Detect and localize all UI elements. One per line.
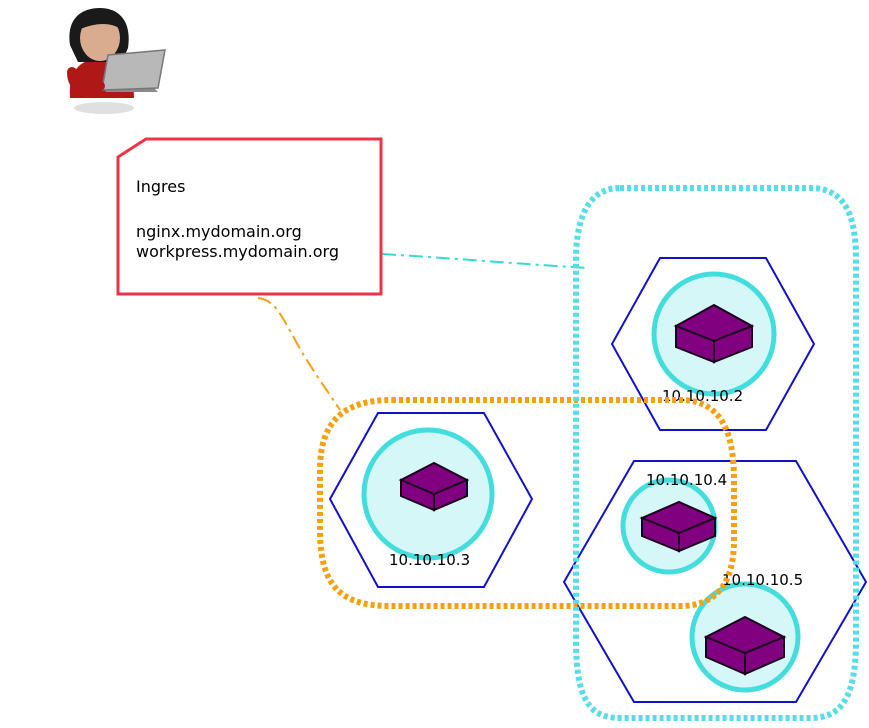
service-orange-boundary	[317, 397, 737, 609]
ingress-to-cyan-service-link	[381, 253, 589, 269]
pod-2: 10.10.10.3	[361, 427, 495, 569]
container-icon	[673, 303, 755, 364]
pod-1: 10.10.10.2	[651, 271, 777, 405]
pod-ip-label: 10.10.10.5	[722, 571, 803, 589]
ingress-host-workpress: workpress.mydomain.org	[136, 242, 339, 261]
ingress-host-nginx: nginx.mydomain.org	[136, 222, 302, 241]
pod-ip-label: 10.10.10.4	[646, 471, 727, 489]
pod-4: 10.10.10.5	[689, 571, 803, 693]
container-icon	[639, 500, 718, 553]
ingress-box: Ingres nginx.mydomain.org workpress.mydo…	[116, 137, 383, 296]
container-icon	[398, 461, 470, 512]
service-cyan-boundary	[573, 185, 859, 721]
container-icon	[703, 615, 787, 676]
user-with-laptop-icon	[67, 8, 166, 114]
ingress-title: Ingres	[136, 177, 185, 196]
pod-ip-label: 10.10.10.3	[389, 551, 470, 569]
ingress-to-orange-service-link	[257, 297, 341, 411]
pod-3: 10.10.10.4	[620, 471, 727, 575]
